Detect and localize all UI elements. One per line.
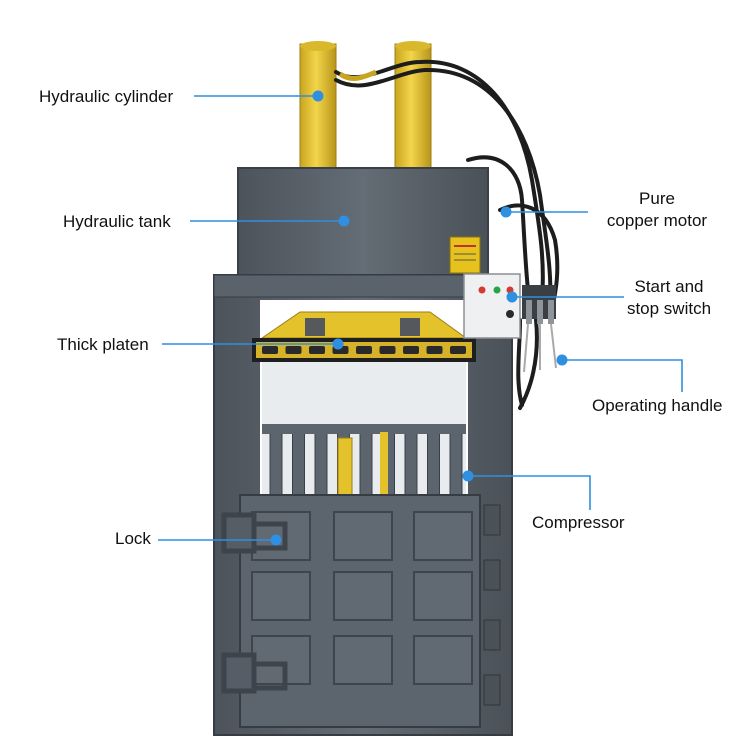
platen-slot	[450, 346, 466, 354]
callout-line	[562, 359, 683, 392]
label-start-stop-line2: stop switch	[626, 299, 712, 318]
callout-dot	[556, 354, 568, 366]
callout-dot	[332, 338, 344, 350]
label-thick-platen: Thick platen	[57, 335, 149, 354]
callout-dot	[500, 206, 512, 218]
label-pure-copper-motor: Pure copper motor	[597, 188, 717, 232]
platen-slot	[285, 346, 302, 354]
label-operating-handle: Operating handle	[592, 396, 723, 415]
hydraulic-tank	[237, 167, 489, 279]
callout-dot	[506, 291, 518, 303]
callout-dot	[462, 470, 474, 482]
hydraulic-hoses	[334, 59, 560, 410]
door-panel	[251, 571, 311, 621]
callout-line	[468, 475, 591, 510]
callout-dot	[338, 215, 350, 227]
label-lock: Lock	[115, 529, 151, 548]
door-panel	[333, 571, 393, 621]
callout-dot	[270, 534, 282, 546]
chamber-bar	[404, 431, 418, 497]
callout-lines	[158, 90, 683, 546]
label-pure-copper-motor-line2: copper motor	[606, 211, 708, 230]
platen-slot	[262, 346, 278, 354]
platen-slot	[403, 346, 419, 354]
chamber-bar	[269, 431, 283, 497]
hydraulic-cylinders	[299, 41, 432, 171]
door-panel	[251, 635, 311, 685]
inner-rods	[337, 432, 388, 497]
chamber-bar	[427, 431, 440, 497]
platen-slot	[426, 346, 443, 354]
door-panel	[413, 635, 473, 685]
label-hydraulic-tank: Hydraulic tank	[63, 212, 171, 231]
label-start-stop-switch: Start and stop switch	[616, 276, 722, 320]
door-hinges	[483, 504, 501, 706]
door	[239, 494, 481, 728]
label-pure-copper-motor-line1: Pure	[639, 189, 675, 208]
platen-slot	[356, 346, 372, 354]
label-compressor: Compressor	[532, 513, 625, 532]
door-panel	[413, 511, 473, 561]
hose-fitting	[338, 69, 377, 81]
lock-handles	[221, 512, 288, 694]
callout-dot	[312, 90, 324, 102]
control-box	[463, 273, 521, 339]
chamber-crossbar	[262, 424, 466, 434]
platen-slot	[309, 346, 325, 354]
chamber-bars	[262, 424, 466, 497]
door-panel	[251, 511, 311, 561]
door-panel	[333, 635, 393, 685]
door-panel	[333, 511, 393, 561]
label-hydraulic-cylinder: Hydraulic cylinder	[39, 87, 174, 106]
label-start-stop-line1: Start and	[634, 277, 704, 296]
warning-sticker	[449, 236, 481, 274]
operating-valves	[522, 285, 557, 373]
chamber-bar	[359, 431, 373, 497]
platen-slots	[262, 346, 466, 354]
chamber-bar	[449, 431, 463, 497]
chamber-bar	[292, 431, 305, 497]
chamber-bar	[314, 431, 328, 497]
door-panel	[413, 571, 473, 621]
platen-slot	[379, 346, 396, 354]
